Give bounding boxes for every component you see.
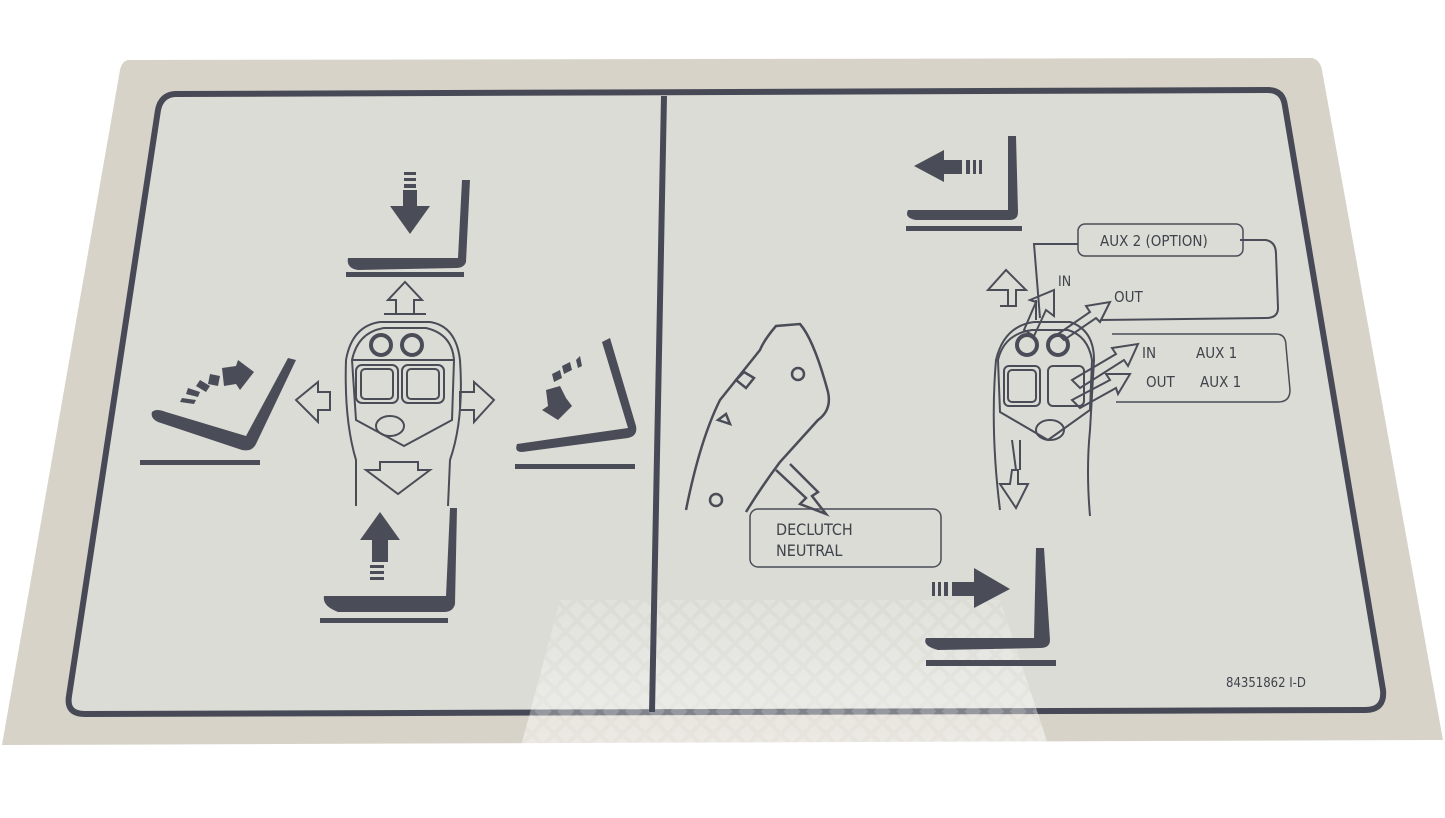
decal-face xyxy=(65,86,1387,718)
aux2-callout-box xyxy=(1077,223,1244,257)
declutch-line1: DECLUTCH xyxy=(776,520,853,539)
declutch-callout-box xyxy=(749,508,942,568)
joystick-left-diagram xyxy=(294,280,496,507)
aux2-title: AUX 2 (OPTION) xyxy=(1100,232,1208,250)
sideshift-right-icon xyxy=(925,548,1056,666)
fork-tilt-forward-icon xyxy=(515,338,637,469)
arrow-up-icon xyxy=(384,280,426,315)
arrow-down-icon xyxy=(998,469,1030,510)
arrow-up-icon xyxy=(985,268,1029,307)
aux1-callout-box xyxy=(1112,333,1291,403)
arrow-left-icon xyxy=(294,379,331,425)
aux1-in-label: IN xyxy=(1142,344,1156,362)
aux1-in-name: AUX 1 xyxy=(1196,344,1237,362)
declutch-lever-diagram xyxy=(684,322,831,517)
aux1-out-name: AUX 1 xyxy=(1200,373,1241,391)
declutch-line2: NEUTRAL xyxy=(776,541,842,560)
aux1-out-label: OUT xyxy=(1146,373,1176,391)
fork-lower-icon xyxy=(346,172,470,277)
panel-divider xyxy=(649,95,667,713)
joystick-right-diagram xyxy=(985,239,1280,517)
aux2-out-label: OUT xyxy=(1114,288,1144,306)
arrow-down-icon xyxy=(363,461,433,496)
fork-tilt-back-icon xyxy=(140,358,296,465)
part-number: 84351862 I-D xyxy=(1226,676,1306,691)
aux2-in-label: IN xyxy=(1058,274,1071,290)
sideshift-left-icon xyxy=(906,136,1022,231)
fork-raise-icon xyxy=(320,508,457,623)
